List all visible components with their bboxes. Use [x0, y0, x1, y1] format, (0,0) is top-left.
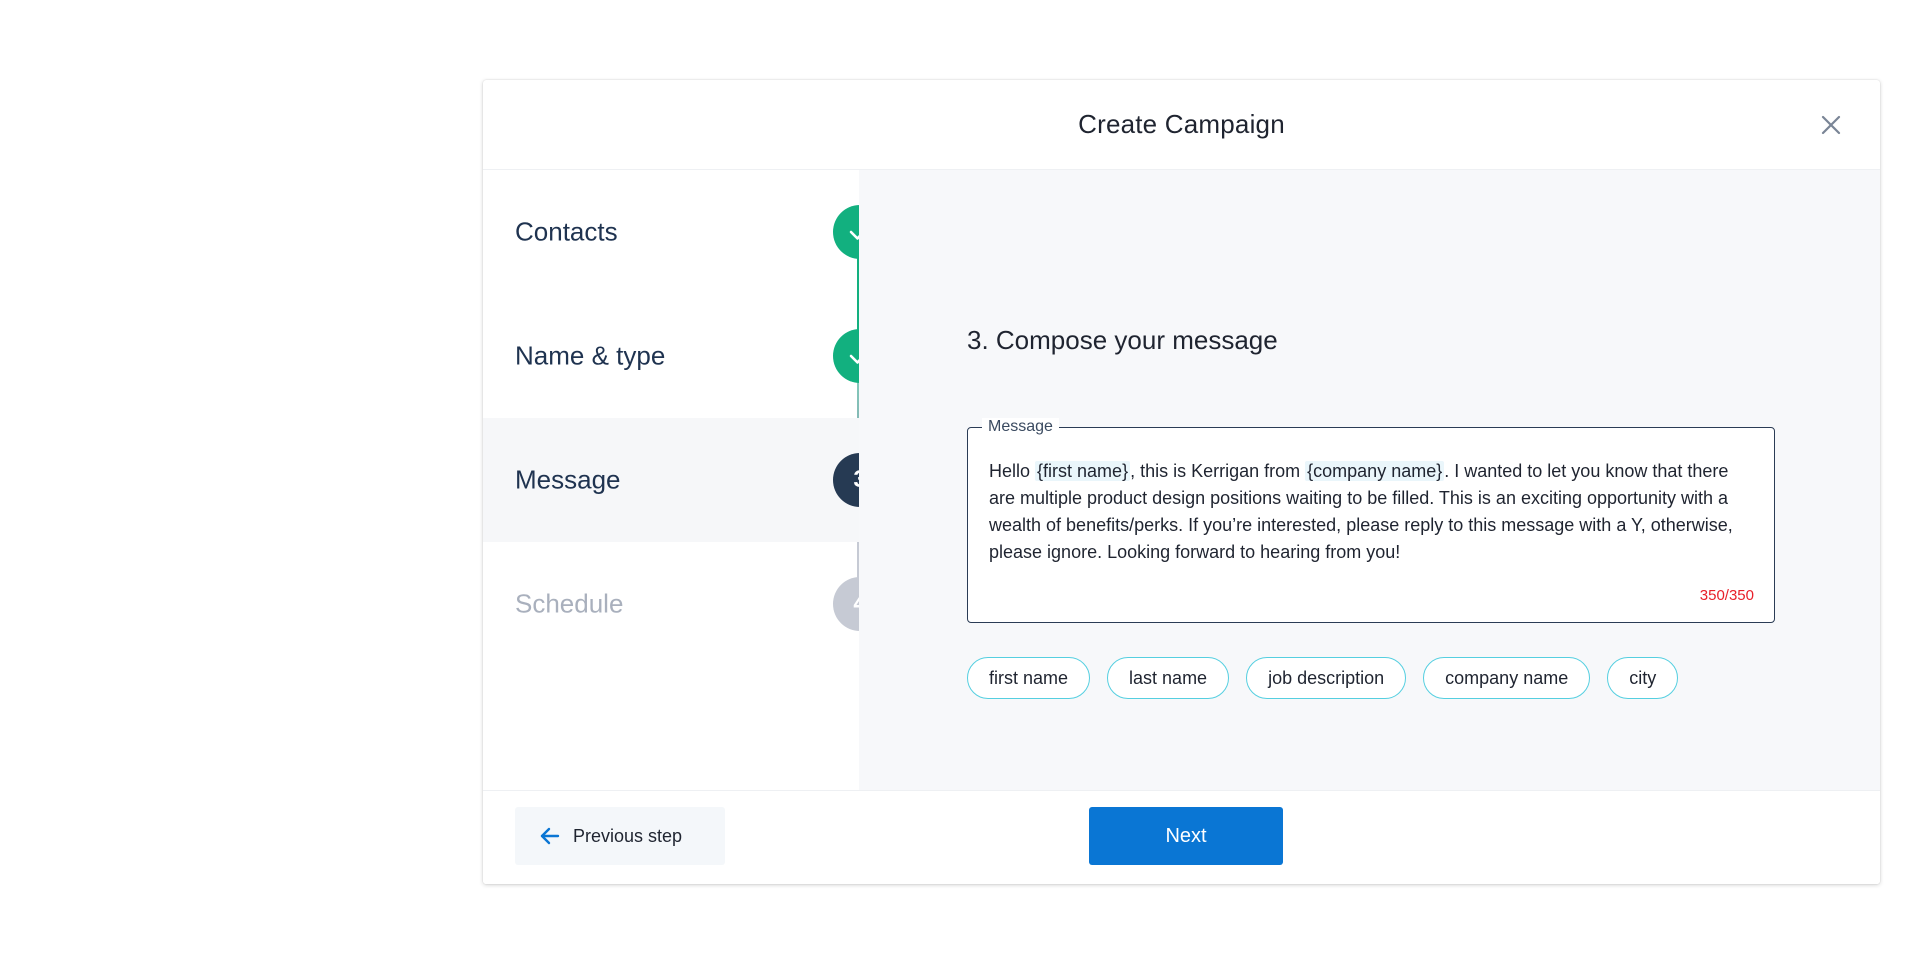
step-label: Schedule	[515, 588, 624, 619]
step-schedule[interactable]: Schedule	[483, 542, 859, 666]
modal-header: Create Campaign	[483, 80, 1880, 170]
step-label: Name & type	[515, 340, 666, 371]
message-field-label: Message	[982, 418, 1059, 436]
chip-last-name[interactable]: last name	[1107, 657, 1230, 699]
step-message[interactable]: Message	[483, 418, 859, 542]
stepper-sidebar: Contacts Name & type Message Schedule 3 …	[483, 170, 887, 790]
previous-step-button[interactable]: Previous step	[515, 807, 725, 865]
step-contacts[interactable]: Contacts	[483, 170, 859, 294]
modal-title: Create Campaign	[1078, 109, 1285, 139]
company-name-token: {company name}	[1305, 461, 1445, 481]
chip-city[interactable]: city	[1607, 657, 1679, 699]
chip-company-name[interactable]: company name	[1423, 657, 1591, 699]
chip-first-name[interactable]: first name	[967, 657, 1091, 699]
previous-step-label: Previous step	[573, 825, 683, 846]
create-campaign-modal: Create Campaign Contacts Name & type Mes…	[483, 80, 1880, 884]
step-label: Message	[515, 464, 621, 495]
message-text[interactable]: Hello {first name}, this is Kerrigan fro…	[989, 458, 1759, 566]
arrow-left-icon	[540, 827, 560, 845]
message-text-part: . I wanted to let you know that there ar…	[989, 461, 1733, 562]
message-text-part: Hello	[989, 461, 1036, 481]
character-count: 350/350	[1699, 587, 1754, 604]
chip-job-description[interactable]: job description	[1246, 657, 1407, 699]
section-title: 3. Compose your message	[967, 325, 1278, 355]
step-name-type[interactable]: Name & type	[483, 294, 859, 418]
next-button[interactable]: Next	[1089, 807, 1283, 865]
compose-message-panel: 3. Compose your message Message Hello {f…	[859, 170, 1880, 790]
first-name-token: {first name}	[1035, 461, 1131, 481]
modal-footer: Previous step Next	[483, 790, 1880, 884]
close-button[interactable]	[1818, 112, 1844, 138]
close-icon	[1821, 115, 1841, 135]
message-textarea[interactable]: Message Hello {first name}, this is Kerr…	[967, 418, 1775, 623]
variable-chips: first name last name job description com…	[967, 657, 1679, 699]
step-label: Contacts	[515, 216, 618, 247]
message-text-part: , this is Kerrigan from	[1130, 461, 1306, 481]
